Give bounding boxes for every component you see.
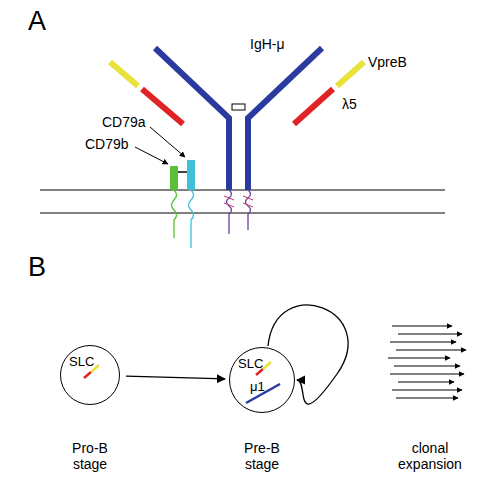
hinge [232, 104, 245, 110]
cd79b-bar [170, 166, 178, 190]
cd79a-bar [187, 160, 195, 190]
cell-circle: SLC μ1 [229, 347, 295, 413]
cd79a-tail [189, 190, 194, 248]
slc-mark [263, 362, 271, 369]
membrane-line [40, 213, 445, 214]
part-label: A [28, 6, 68, 37]
cell-circle: SLC [60, 345, 120, 405]
part-label: VpreB [368, 54, 438, 70]
loop-arrow [268, 305, 348, 404]
part-label: CD79a [102, 114, 172, 130]
cd79b-tail [172, 190, 177, 238]
expansion-arrows [388, 326, 466, 398]
part-label: CD79b [85, 136, 155, 152]
part-label: Pro-B stage [55, 440, 125, 472]
node-text: SLC [238, 357, 263, 371]
vpreb-left [110, 62, 138, 86]
transmembrane [227, 190, 251, 234]
tm-mark [224, 196, 253, 207]
membrane-line [40, 190, 445, 191]
lambda5-left [142, 89, 183, 124]
node-text: μ1 [250, 380, 265, 394]
leader-arrow [135, 147, 168, 164]
disulfide [178, 171, 187, 173]
part-label: Pre-B stage [227, 440, 297, 472]
node-text: SLC [69, 355, 94, 369]
part-label: B [28, 252, 68, 283]
stage-arrow [126, 376, 225, 379]
part-label: λ5 [342, 96, 382, 112]
part-label: IgH-μ [250, 36, 330, 52]
part-label: clonal expansion [385, 440, 475, 472]
slc-mark [84, 372, 91, 378]
lambda5-right [294, 89, 333, 124]
vpreb-right [337, 62, 364, 86]
leader-arrow [150, 127, 185, 157]
